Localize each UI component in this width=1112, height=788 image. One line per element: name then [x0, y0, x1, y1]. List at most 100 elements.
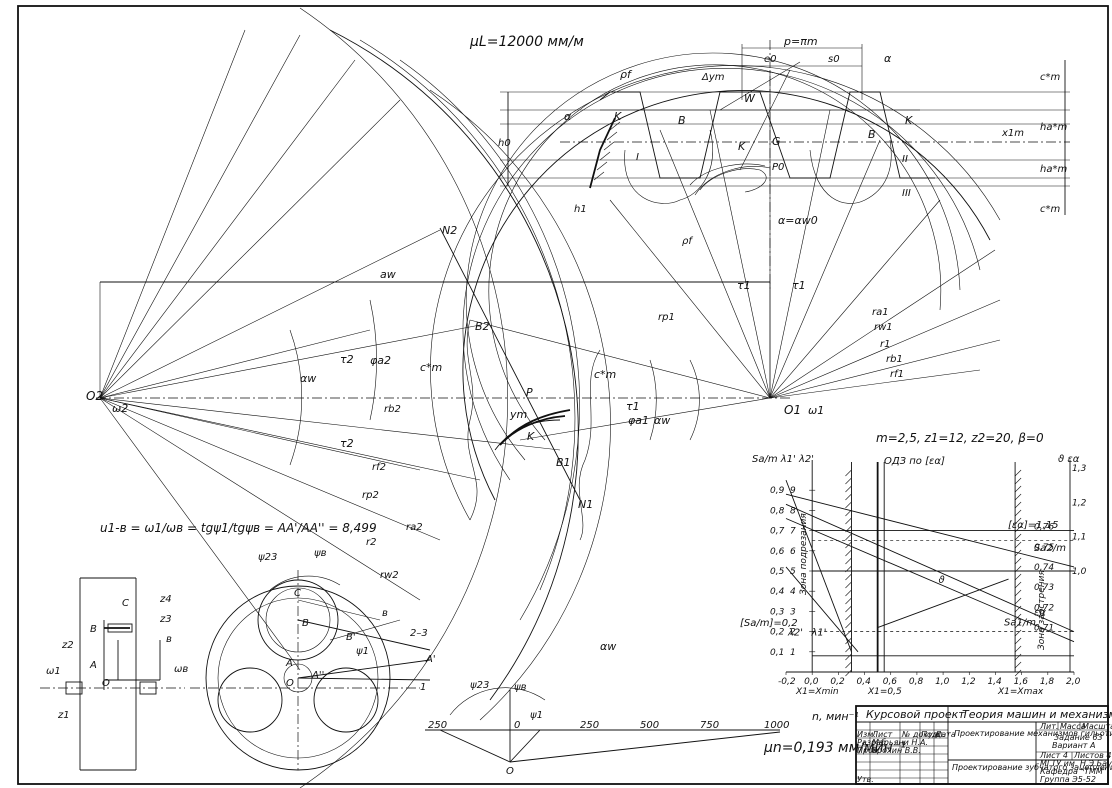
chart-right-tick-eps: 1,1	[1072, 533, 1086, 543]
chart-hatch-right	[1014, 573, 1022, 581]
chart-series-line	[785, 493, 1075, 568]
gear1-ra1	[430, 65, 1001, 521]
chart-hatch-left	[845, 581, 852, 589]
chart-hatch-left	[845, 557, 852, 565]
chart-hatch-right	[1014, 501, 1022, 509]
chart-hatch-right	[1014, 661, 1022, 669]
plan-draw-b: в	[382, 608, 388, 619]
label-ra2: ra2	[406, 522, 423, 533]
plan-label-omega-v: ωв	[174, 664, 188, 675]
chart-hatch-right	[1014, 597, 1022, 605]
label-tau1-b: τ1	[792, 279, 806, 292]
plan-label-omega1: ω1	[46, 666, 61, 677]
plan-draw-A: A	[285, 658, 293, 669]
plan-draw-psi1: ψ1	[356, 646, 369, 657]
chart-zone-label: ОДЗ по [εα]	[884, 456, 945, 467]
sheet-frame	[17, 5, 1109, 785]
label-rw2: rw2	[380, 570, 399, 581]
gear2-ra2	[429, 89, 611, 721]
chart-y-tick-label-2: 6	[790, 547, 796, 557]
chart-xmin-label: X1=Xmin	[795, 687, 839, 697]
label-ym: ym	[509, 408, 527, 421]
chart-hatch-left	[845, 589, 852, 597]
gear-mesh	[96, 7, 1070, 788]
label-h1: h1	[574, 204, 587, 215]
label-tau1-a: τ1	[737, 279, 751, 292]
chart-hatch-left	[845, 509, 852, 517]
label-K1: K	[614, 110, 622, 123]
label-B-rack-2: B	[868, 128, 876, 141]
label-rb2: rb2	[384, 404, 401, 415]
chart-hatch-left	[845, 645, 852, 653]
chart-x-tick-label: 0,6	[883, 677, 898, 687]
tb-task: Задание 63	[1054, 733, 1103, 742]
label-alpha-rack: α	[884, 52, 892, 65]
tb-group: Группа Э5-52	[1040, 775, 1096, 784]
label-phi-a1: φa1	[628, 414, 649, 427]
plan-label-z4: z4	[159, 594, 172, 605]
tb-col-scale: Масштаб	[1082, 722, 1112, 731]
chart-hatch-right	[1014, 485, 1022, 493]
chart-hatch-left	[845, 477, 852, 485]
label-rho-f-lower: ρf	[682, 236, 693, 247]
plan-label-B: B	[90, 624, 97, 635]
planetary-drawing	[190, 570, 431, 771]
plan-draw-23: 2–3	[410, 628, 428, 639]
chart-hatch-right	[1014, 621, 1022, 629]
chart-right-tick-theta: 0,72	[1034, 603, 1054, 613]
tb-role-check: Пров.	[857, 746, 880, 755]
label-ham-top: ha*m	[1040, 122, 1067, 133]
tb-subject: Теория машин и механизмов	[962, 708, 1112, 721]
label-aw: aw	[380, 268, 396, 281]
chart-y-tick-label: 0,5	[770, 567, 785, 577]
chart-hatch-right	[1014, 469, 1022, 477]
gear1-r1	[462, 68, 981, 481]
label-W: W	[744, 92, 756, 105]
label-cm-rack-bottom: c*m	[1040, 204, 1060, 215]
tau2-arc	[289, 329, 303, 466]
gear2-tooth-outline	[466, 319, 478, 521]
chart-series-line	[785, 479, 852, 652]
label-alpha-w-bottom: αw	[600, 640, 616, 653]
chart-zone-left: Зона подрезания	[799, 513, 809, 595]
plan-label-z1: z1	[57, 710, 70, 721]
label-tau2-lower: τ2	[340, 437, 354, 450]
tb-role-approve: Утв.	[857, 775, 874, 784]
chart-y-tick-label-2: 4	[790, 587, 796, 597]
tb-head-izm: Изм.	[857, 730, 876, 739]
label-G: G	[772, 135, 781, 148]
label-rho-f: ρf	[620, 68, 633, 81]
chart-x-tick-label: 0,2	[830, 677, 845, 687]
chart-series-label: λ2'	[787, 628, 803, 639]
label-ra1: ra1	[872, 307, 889, 318]
plan-label-z2: z2	[61, 640, 74, 651]
label-N2: N2	[442, 224, 457, 237]
chart-x-tick-label: 1,8	[1040, 677, 1055, 687]
label-phi-a2: φa2	[370, 354, 391, 367]
chart-right-tick-eps: 1,3	[1072, 464, 1087, 474]
chart-ylabel-left: Sa/m λ1' λ2'	[752, 454, 814, 465]
label-K-rack: K	[738, 140, 746, 153]
plan-draw-B-prime: B'	[346, 632, 356, 643]
label-O1: O1	[784, 403, 801, 417]
chart-y-tick-label-2: 5	[790, 567, 796, 577]
speed-tick-250: 250	[580, 720, 599, 731]
tb-institution: МГТУ им. Н.Э.Баумана	[1040, 759, 1112, 768]
chart-x-tick-label: -0,2	[778, 677, 796, 687]
plan-draw-psi23: ψ23	[258, 552, 277, 563]
plan-draw-O: O	[286, 678, 294, 689]
chart-zone-right: Зона заострения	[1037, 569, 1047, 650]
chart-series-line	[785, 566, 859, 653]
chart-y-tick-label: 0,2	[770, 628, 785, 638]
plan-draw-A-prime: A'	[425, 654, 436, 665]
label-cm-left: c*m	[420, 361, 442, 374]
chart-hatch-left	[845, 605, 852, 613]
chart-hatch-right	[1014, 629, 1022, 637]
label-x1m: x1m	[1001, 128, 1024, 139]
phi-a1-arc	[649, 359, 657, 441]
chart-right-tick-theta: 0,75	[1034, 543, 1054, 553]
chart-right-tick-theta: 0,74	[1034, 563, 1054, 573]
label-cm-rack-top: c*m	[1040, 72, 1060, 83]
label-profile-III: III	[902, 188, 911, 199]
